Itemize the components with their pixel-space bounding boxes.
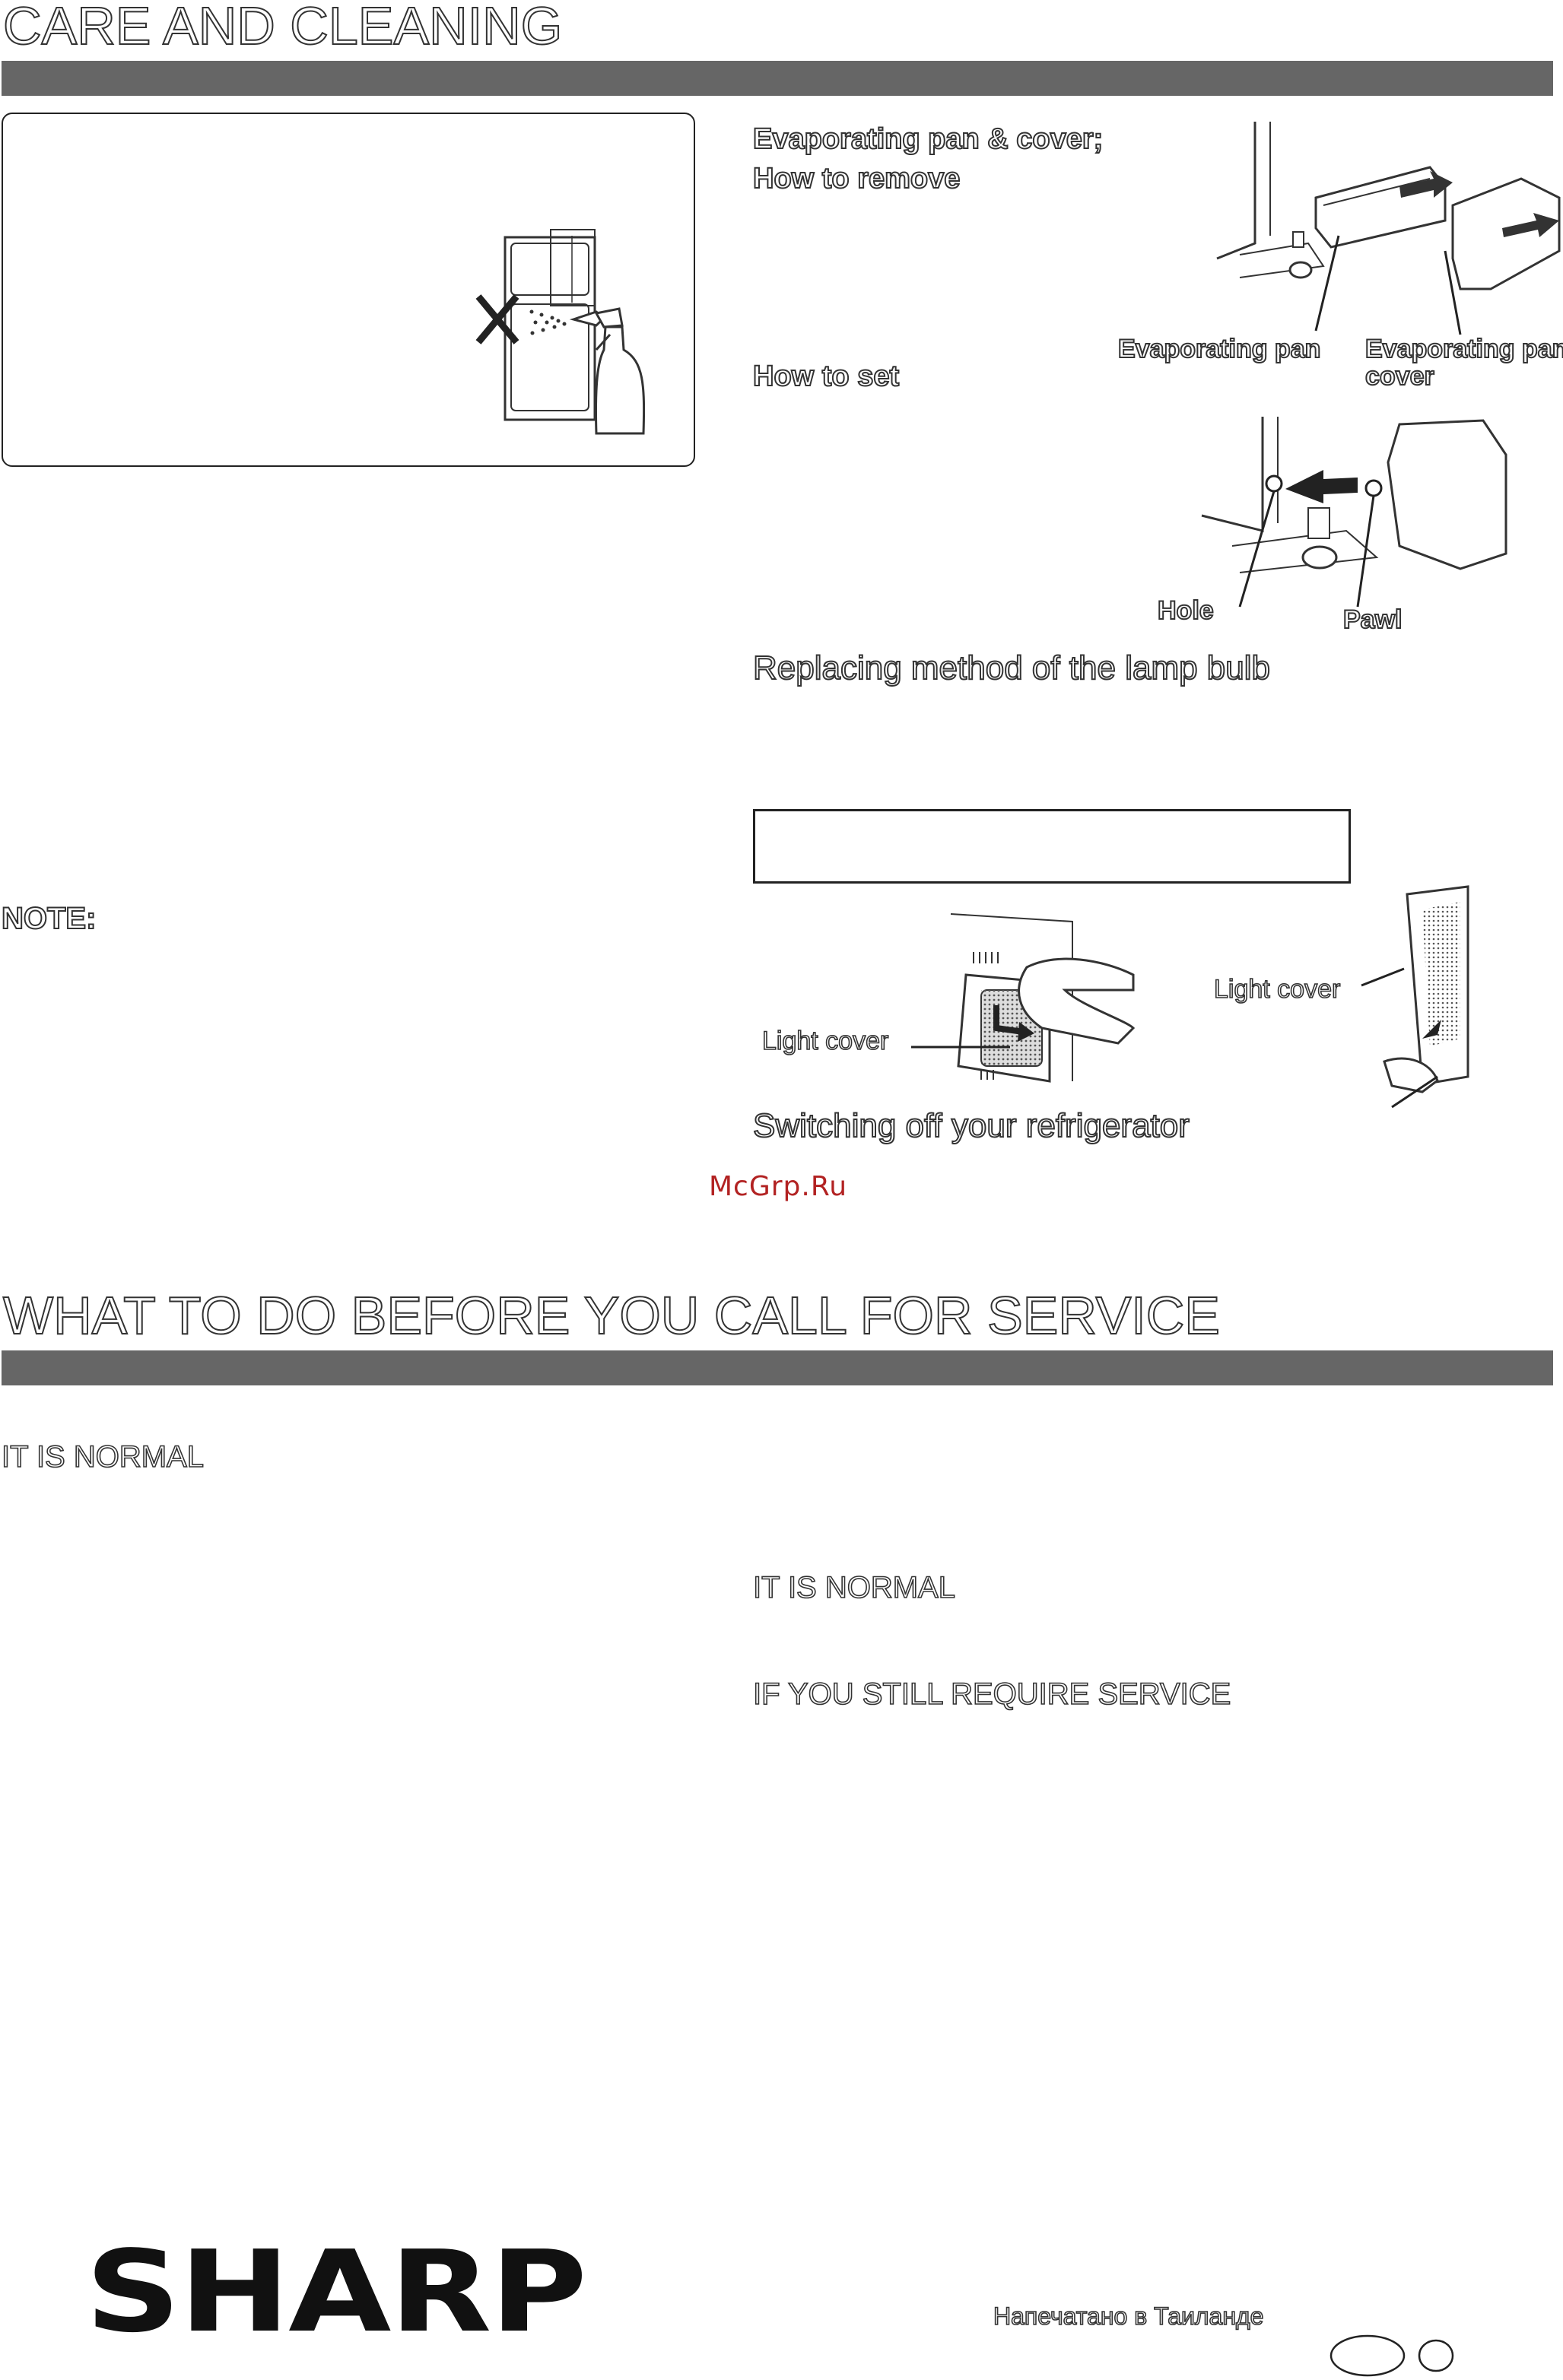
printed-in-label: Напечатано в Таиланде bbox=[993, 2302, 1264, 2331]
lamp-title: Replacing method of the lamp bulb bbox=[752, 649, 1271, 687]
page-number-ovals bbox=[1330, 2334, 1454, 2377]
light-cover-left-illustration bbox=[950, 913, 1136, 1083]
label-evap-pan: Evaporating pan bbox=[1117, 334, 1321, 364]
evap-title-line2: How to remove bbox=[752, 162, 961, 195]
label-light-cover-right: Light cover bbox=[1213, 974, 1341, 1004]
care-heading-bar bbox=[2, 61, 1553, 96]
service-heading-bar bbox=[2, 1350, 1553, 1385]
how-to-set-title: How to set bbox=[752, 360, 900, 393]
label-light-cover-left: Light cover bbox=[761, 1026, 889, 1056]
warning-box bbox=[2, 113, 695, 467]
note-label: NOTE: bbox=[1, 901, 97, 936]
lamp-info-box bbox=[753, 809, 1351, 884]
service-normal-2: IT IS NORMAL bbox=[752, 1570, 956, 1605]
watermark: McGrp.Ru bbox=[709, 1171, 848, 1202]
label-evap-cover-line2: cover bbox=[1364, 361, 1435, 392]
evap-title-line1: Evaporating pan & cover; bbox=[752, 122, 1104, 156]
service-normal-1: IT IS NORMAL bbox=[1, 1439, 205, 1474]
evap-pan-set-illustration bbox=[1201, 417, 1507, 608]
label-hole: Hole bbox=[1157, 595, 1215, 626]
no-spray-illustration bbox=[475, 229, 646, 435]
service-still-require: IF YOU STILL REQUIRE SERVICE bbox=[752, 1677, 1231, 1712]
care-heading: CARE AND CLEANING bbox=[2, 0, 563, 56]
evap-pan-remove-illustration bbox=[1216, 122, 1561, 335]
sharp-logo: SHARP bbox=[85, 2226, 587, 2357]
light-cover-right-illustration bbox=[1361, 885, 1469, 1109]
label-pawl: Pawl bbox=[1342, 605, 1403, 635]
switch-off-title: Switching off your refrigerator bbox=[752, 1106, 1190, 1145]
label-evap-cover-line1: Evaporating pan bbox=[1364, 334, 1563, 364]
service-heading: WHAT TO DO BEFORE YOU CALL FOR SERVICE bbox=[2, 1285, 1221, 1346]
light-cover-left-leader bbox=[911, 1046, 1010, 1049]
